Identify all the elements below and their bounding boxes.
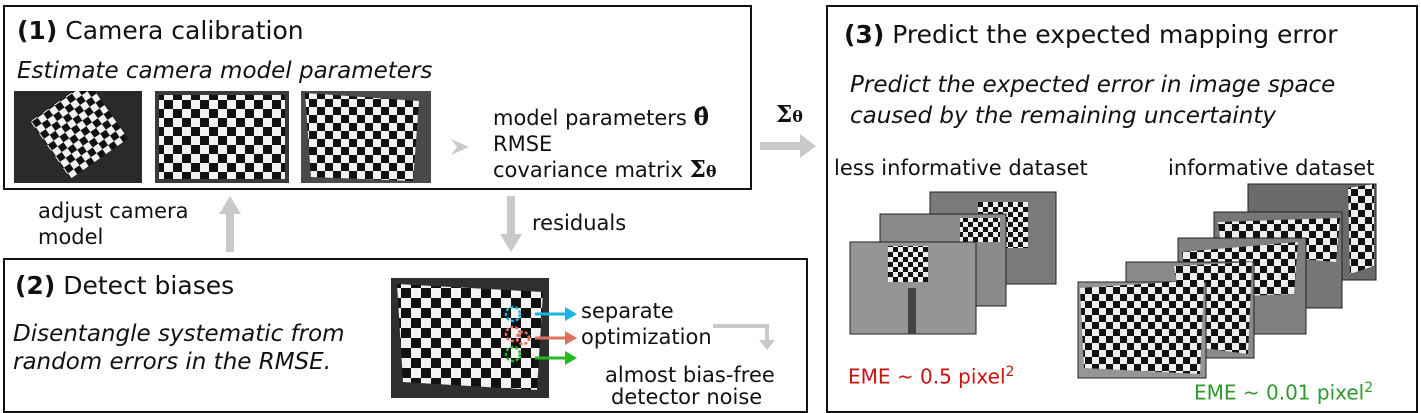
- checkerboard-image-1: [14, 91, 142, 183]
- prediction-desc-line1: Predict the expected error in image spac…: [850, 72, 1336, 98]
- calibration-box: (1)Camera calibration Estimate camera mo…: [3, 5, 752, 190]
- less-informative-label: less informative dataset: [834, 156, 1088, 180]
- eme-informative: EME ~ 0.01 pixel2: [1194, 380, 1374, 405]
- prediction-title: (3)Predict the expected mapping error: [844, 20, 1338, 49]
- adjust-arrow: [219, 196, 241, 252]
- checkerboard-image-3: [301, 91, 431, 183]
- output-model-params: model parameters θ̂: [493, 104, 709, 131]
- output-covariance: covariance matrix Σθ: [493, 156, 717, 183]
- informative-label: informative dataset: [1168, 156, 1375, 180]
- bend-arrow: [713, 324, 775, 350]
- arrow-to-outputs: [451, 139, 469, 155]
- checkerboard-tilted: [305, 93, 419, 181]
- bias-desc-line1: Disentangle systematic from: [13, 321, 345, 347]
- residuals-arrow: [500, 196, 522, 252]
- sigma-arrow: [760, 134, 816, 158]
- checkerboard-rotated: [30, 91, 128, 179]
- bias-desc-line2: random errors in the RMSE.: [13, 349, 332, 375]
- informative-stack: [1077, 183, 1377, 379]
- separate-label-2: optimization: [581, 325, 712, 349]
- eme-less-informative: EME ~ 0.5 pixel2: [848, 364, 1015, 389]
- prediction-box: (3)Predict the expected mapping error Pr…: [826, 5, 1418, 413]
- adjust-label-1: adjust camera: [38, 199, 189, 223]
- bias-title: (2)Detect biases: [15, 271, 235, 300]
- residuals-label: residuals: [532, 211, 627, 235]
- separate-label-1: separate: [581, 299, 674, 323]
- checkerboard-front: [159, 95, 285, 179]
- separation-arrows: [535, 307, 577, 365]
- detector-checkerboard: [391, 278, 549, 398]
- calibration-title: (1)Camera calibration: [17, 16, 304, 45]
- bias-detection-box: (2)Detect biases Disentangle systematic …: [3, 258, 808, 413]
- noise-label-1: almost bias-free: [605, 363, 775, 387]
- calibration-subtitle: Estimate camera model parameters: [17, 58, 433, 84]
- checkerboard-warped: [397, 284, 543, 390]
- less-informative-stack: [849, 191, 1057, 335]
- adjust-label-2: model: [38, 225, 104, 249]
- prediction-desc-line2: caused by the remaining uncertainty: [850, 103, 1277, 129]
- noise-label-2: detector noise: [611, 385, 763, 409]
- output-rmse: RMSE: [493, 132, 553, 156]
- checkerboard-image-2: [155, 91, 289, 183]
- sigma-label: Σθ: [776, 101, 803, 128]
